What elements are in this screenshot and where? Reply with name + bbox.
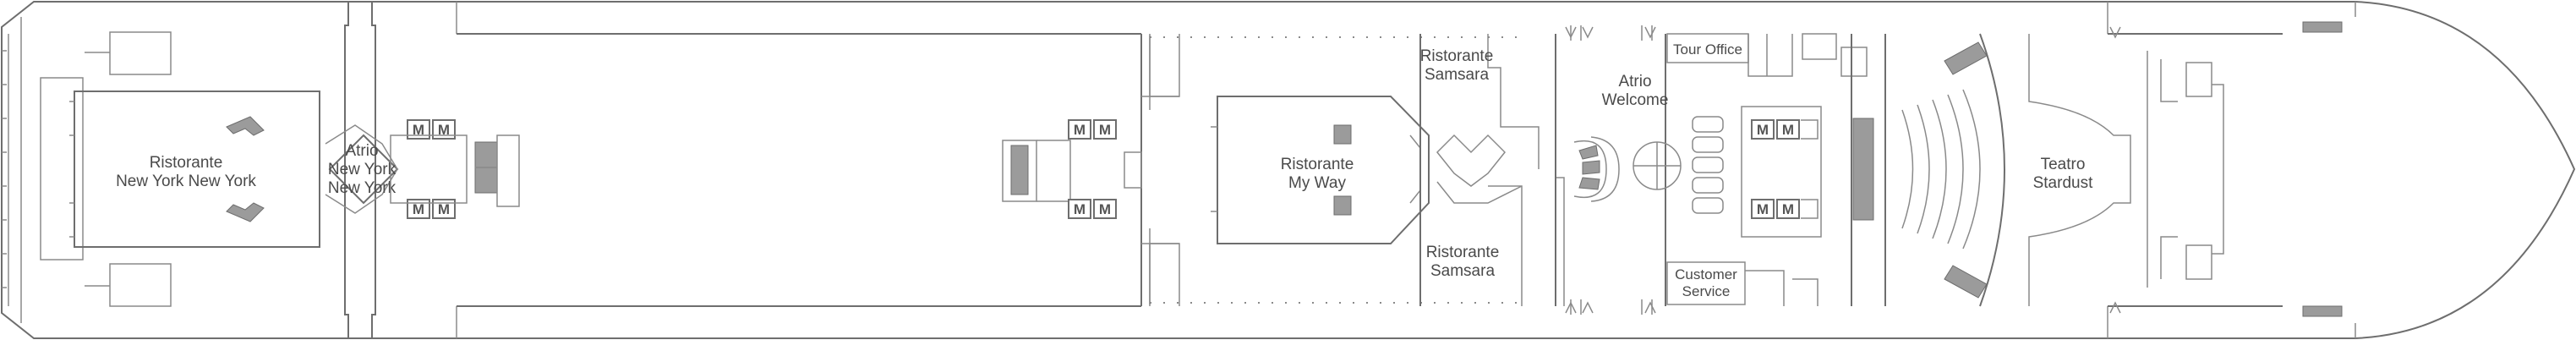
- elevator-icon: M: [1776, 199, 1800, 219]
- door-icon: [1565, 26, 2121, 314]
- svg-text:M: M: [438, 122, 450, 138]
- elevator-icon: M: [1093, 199, 1117, 219]
- atrio-new-york-label-2: New York: [328, 161, 397, 178]
- atrio-welcome-label-1: Atrio: [1618, 73, 1651, 90]
- elevator-icon: M: [1093, 119, 1117, 140]
- seating-group: [1692, 116, 1724, 214]
- elevator-bank-forward: M M M M: [1741, 106, 1822, 238]
- ristorante-samsara-bottom-label-1: Ristorante: [1426, 244, 1500, 261]
- stairs-icon: [1944, 41, 1988, 75]
- elevator-icon: M: [432, 119, 456, 140]
- tour-office-area: Tour Office: [1666, 33, 1868, 77]
- elevator-icon: M: [432, 199, 456, 219]
- svg-text:M: M: [438, 201, 450, 217]
- ristorante-samsara-bottom-label-2: Samsara: [1430, 262, 1495, 280]
- elevator-icon: M: [1776, 119, 1800, 140]
- stairs-icon: [226, 202, 265, 222]
- svg-text:M: M: [1099, 122, 1111, 138]
- elevator-icon: M: [407, 199, 430, 219]
- stairs-icon: [1852, 118, 1874, 221]
- elevator-icon: M: [407, 119, 430, 140]
- svg-text:M: M: [1782, 122, 1794, 138]
- stairs-icon: [1333, 195, 1352, 216]
- elevator-icon: M: [1068, 199, 1091, 219]
- atrio-new-york-area: Atrio New York New York: [325, 2, 399, 338]
- ristorante-samsara-top-label-2: Samsara: [1425, 66, 1489, 84]
- elevator-icon: M: [1751, 199, 1775, 219]
- svg-text:M: M: [1782, 201, 1794, 217]
- ristorante-new-york-area: Ristorante New York New York: [69, 90, 320, 248]
- atrio-welcome-area: Atrio Welcome: [1555, 25, 1724, 315]
- stairs-icon: [1333, 124, 1352, 145]
- stairs-icon: [226, 116, 265, 136]
- ristorante-samsara-top-label-1: Ristorante: [1420, 47, 1494, 65]
- svg-text:M: M: [1757, 201, 1769, 217]
- elevator-bank-aft: M M M M: [390, 119, 520, 219]
- teatro-stardust-area: Teatro Stardust: [1851, 33, 2224, 307]
- svg-text:M: M: [413, 201, 424, 217]
- ristorante-my-way-area: M M M M Ristorante My Way: [1002, 34, 1430, 306]
- stairs-icon: [1944, 265, 1988, 299]
- atrio-welcome-label-2: Welcome: [1602, 91, 1669, 109]
- seating-group: [1578, 145, 1600, 190]
- atrio-new-york-label-1: Atrio: [345, 142, 378, 160]
- customer-service-label-2: Service: [1682, 283, 1731, 299]
- aft-deck: [2, 17, 172, 323]
- svg-text:M: M: [413, 122, 424, 138]
- ristorante-samsara-area: Ristorante Samsara Ristorante Samsara: [1419, 34, 1565, 306]
- ristorante-new-york-label-1: Ristorante: [150, 154, 223, 172]
- elevator-icon: M: [1751, 119, 1775, 140]
- svg-text:M: M: [1099, 201, 1111, 217]
- customer-service-area: Customer Service: [1666, 261, 1819, 306]
- elevator-icon: M: [1068, 119, 1091, 140]
- stairs-icon: [1010, 145, 1029, 195]
- ristorante-new-york-label-2: New York New York: [116, 173, 256, 190]
- teatro-stardust-label-1: Teatro: [2041, 156, 2086, 173]
- svg-text:M: M: [1757, 122, 1769, 138]
- teatro-stardust-label-2: Stardust: [2033, 174, 2093, 192]
- customer-service-label-1: Customer: [1675, 266, 1737, 282]
- atrio-new-york-label-3: New York: [328, 179, 397, 197]
- ristorante-my-way-label-1: Ristorante: [1281, 156, 1354, 173]
- bow-vents: [2302, 2, 2356, 338]
- tour-office-label: Tour Office: [1673, 41, 1742, 58]
- ristorante-my-way-label-2: My Way: [1288, 174, 1346, 192]
- svg-text:M: M: [1074, 122, 1086, 138]
- svg-text:M: M: [1074, 201, 1086, 217]
